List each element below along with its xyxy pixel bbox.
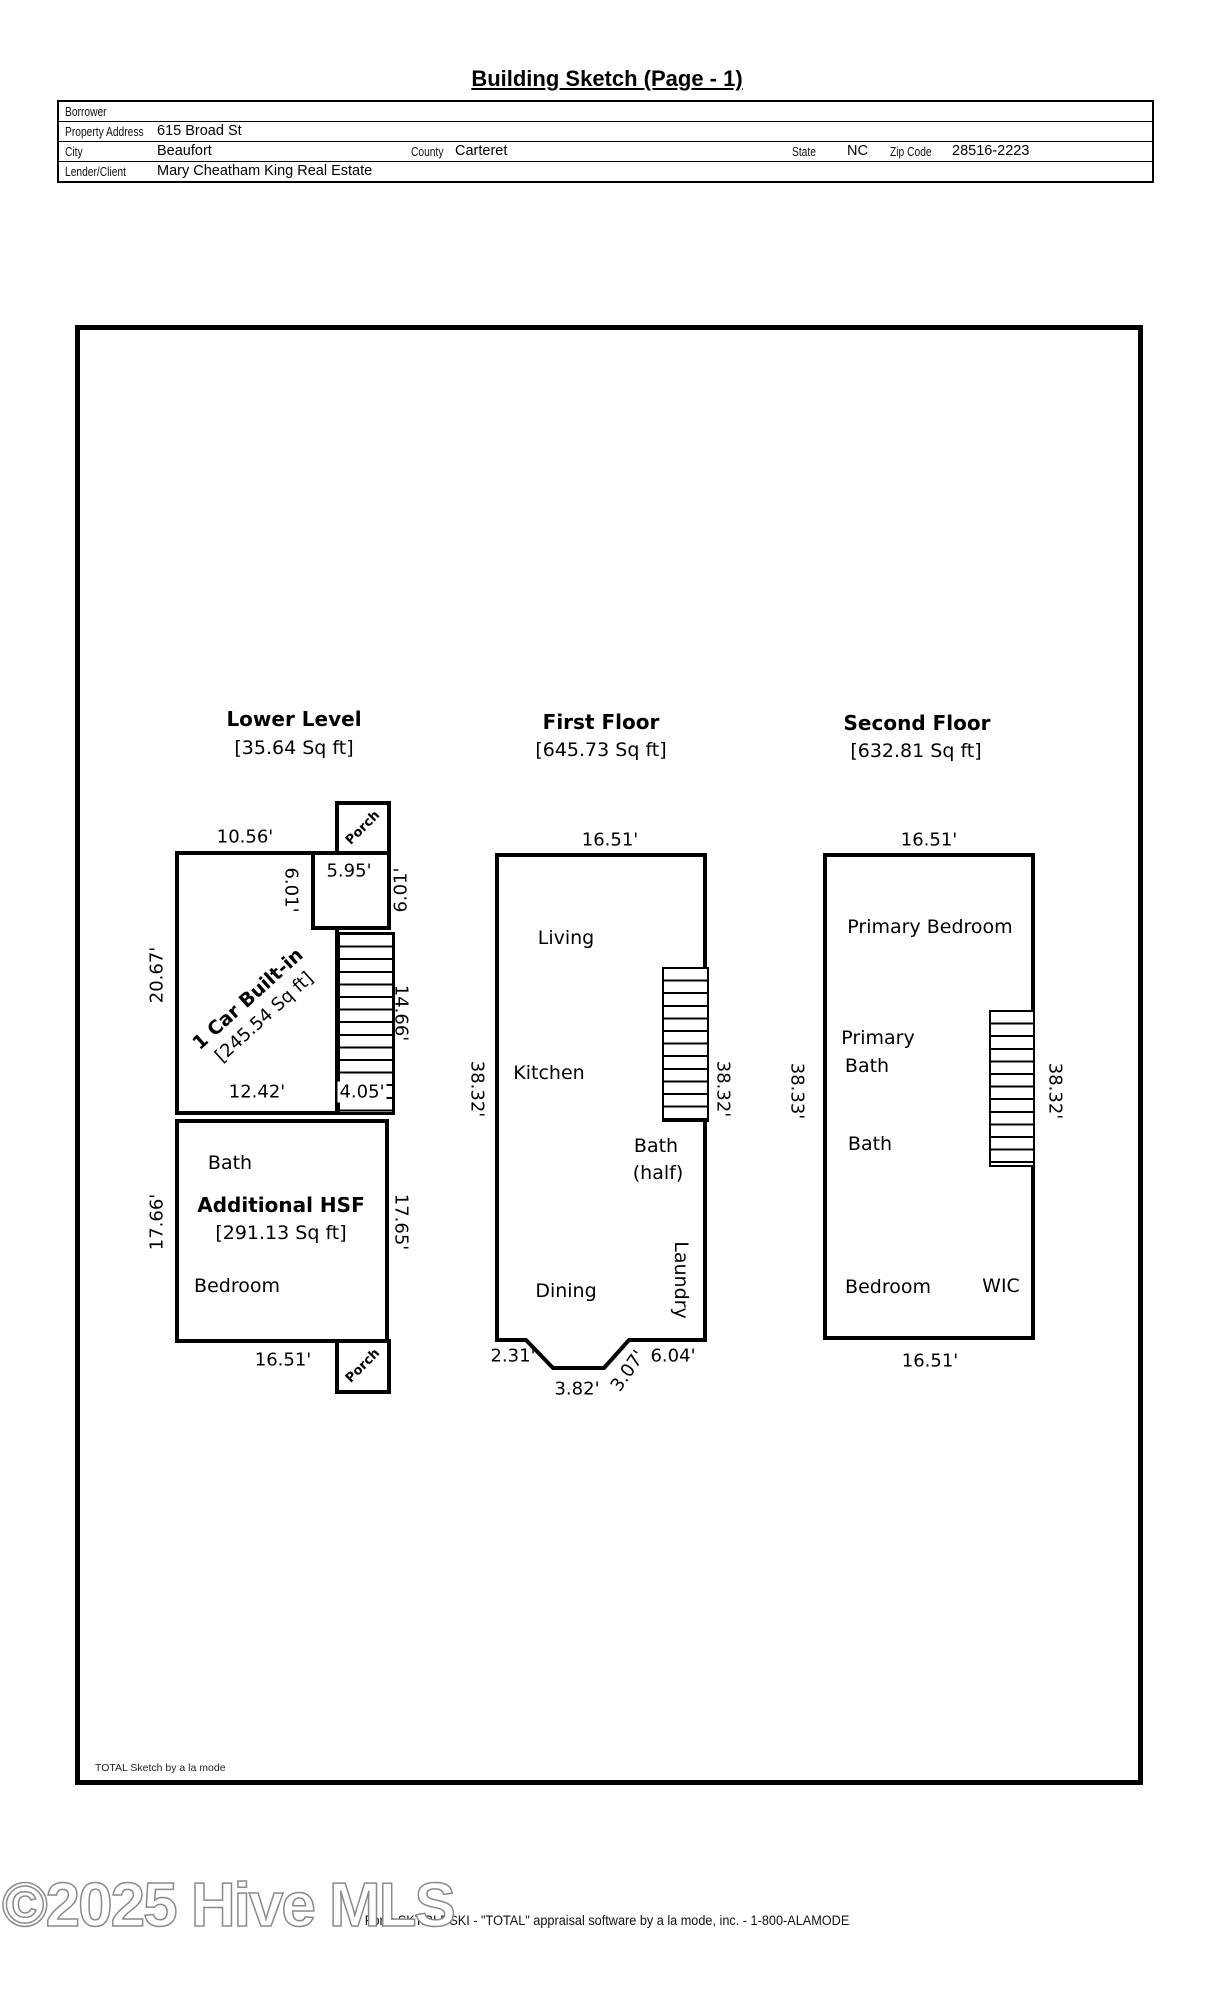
room-wic: WIC (982, 1275, 1020, 1297)
dim-16-51-lower: 16.51' (254, 1349, 312, 1371)
dim-38-32-second-right: 38.32' (1044, 1062, 1066, 1120)
room-primary-bath-line2: Bath (844, 1055, 890, 1077)
dim-20-67: 20.67' (146, 946, 168, 1004)
room-bedroom-second: Bedroom (845, 1276, 931, 1298)
additional-hsf-label: Additional HSF (197, 1193, 365, 1217)
room-primary-bath-line1: Primary (841, 1027, 915, 1049)
dim-5-95: 5.95' (326, 860, 372, 882)
zip-label: Zip Code (890, 145, 932, 159)
room-half-bath-line1: Bath (633, 1135, 679, 1157)
property-address-value: 615 Broad St (157, 123, 242, 139)
dim-6-01-left: 6.01' (280, 867, 302, 913)
borrower-row: Borrower (59, 102, 1152, 122)
dim-2-31: 2.31' (490, 1345, 536, 1367)
second-floor-area: [632.81 Sq ft] (850, 740, 982, 762)
room-bath-lower: Bath (207, 1152, 253, 1174)
property-address-label: Property Address (65, 125, 144, 139)
mls-watermark: ©2025 Hive MLS (1, 1870, 456, 1941)
property-address-row: Property Address 615 Broad St (59, 122, 1152, 142)
county-value: Carteret (455, 143, 508, 159)
second-floor-title: Second Floor (843, 711, 991, 735)
room-dining: Dining (535, 1280, 597, 1302)
dim-16-51-first-top: 16.51' (581, 829, 639, 851)
room-laundry: Laundry (670, 1241, 692, 1319)
county-label: County (411, 145, 444, 159)
footer-form-line: Form SKT.BLDSKI - "TOTAL" appraisal soft… (364, 1913, 850, 1928)
dim-4-05: 4.05' (337, 1081, 387, 1103)
city-value: Beaufort (157, 143, 212, 159)
dim-38-32-first-left: 38.32' (466, 1060, 488, 1118)
first-floor-title: First Floor (542, 710, 660, 734)
lower-level-title: Lower Level (226, 707, 362, 731)
state-label: State (792, 145, 816, 159)
zip-value: 28516-2223 (952, 143, 1030, 159)
dim-17-65: 17.65' (390, 1193, 412, 1251)
second-floor-stairs (989, 1010, 1035, 1167)
lender-row: Lender/Client Mary Cheatham King Real Es… (59, 162, 1152, 181)
room-bath-second: Bath (847, 1133, 893, 1155)
dim-3-82: 3.82' (554, 1378, 600, 1400)
city-county-state-zip-row: City Beaufort County Carteret State NC Z… (59, 142, 1152, 162)
page-title: Building Sketch (Page - 1) (471, 66, 743, 91)
dim-16-51-second-top: 16.51' (900, 829, 958, 851)
room-primary-bedroom: Primary Bedroom (847, 916, 1013, 938)
dim-17-66: 17.66' (146, 1193, 168, 1251)
lower-level-area: [35.64 Sq ft] (234, 737, 354, 759)
borrower-label: Borrower (65, 105, 107, 119)
state-value: NC (847, 143, 868, 159)
dim-16-51-second-bottom: 16.51' (901, 1350, 959, 1372)
dim-12-42: 12.42' (228, 1081, 286, 1103)
sketch-border (75, 325, 1143, 1785)
sketch-credit: TOTAL Sketch by a la mode (95, 1762, 226, 1774)
dim-6-01-right: 6.01' (390, 867, 412, 913)
dim-38-33-second-left: 38.33' (786, 1062, 808, 1120)
property-info-table: Borrower Property Address 615 Broad St C… (57, 100, 1154, 183)
room-kitchen: Kitchen (513, 1062, 585, 1084)
lender-value: Mary Cheatham King Real Estate (157, 163, 373, 179)
lender-label: Lender/Client (65, 165, 126, 179)
dim-10-56: 10.56' (216, 826, 274, 848)
room-half-bath-line2: (half) (632, 1162, 684, 1184)
dim-14-66: 14.66' (390, 984, 412, 1042)
dim-38-32-first-right: 38.32' (712, 1060, 734, 1118)
dim-6-04: 6.04' (650, 1345, 696, 1367)
first-floor-stairs (662, 967, 709, 1122)
first-floor-area: [645.73 Sq ft] (535, 739, 667, 761)
city-label: City (65, 145, 83, 159)
room-living: Living (537, 927, 595, 949)
additional-hsf-area: [291.13 Sq ft] (215, 1222, 347, 1244)
room-bedroom-lower: Bedroom (194, 1275, 280, 1297)
